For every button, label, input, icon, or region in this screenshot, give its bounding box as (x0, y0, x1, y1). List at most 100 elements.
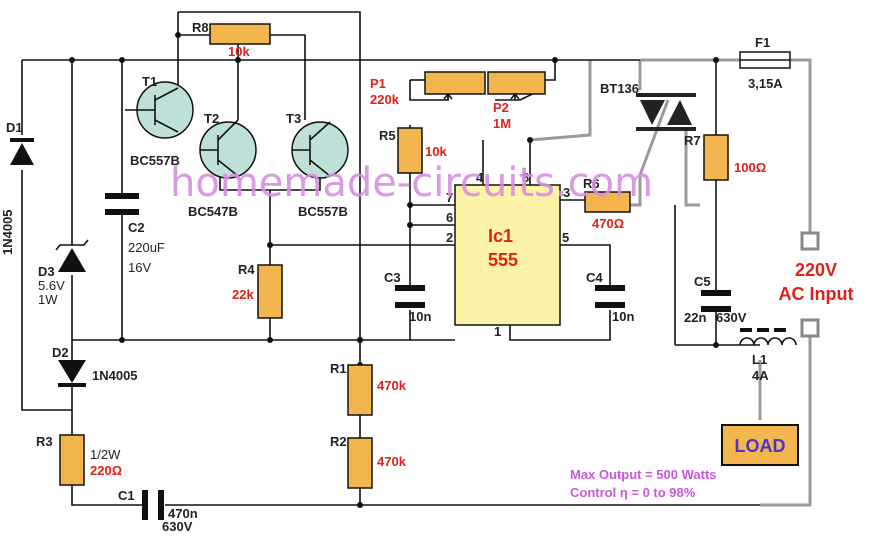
r5-value: 10k (425, 144, 447, 159)
pin-3: 3 (563, 185, 570, 200)
f1-value: 3,15A (748, 76, 783, 91)
c5-value2: 630V (716, 310, 747, 325)
ac-input-label: AC Input (779, 284, 854, 304)
diode-d2 (58, 360, 86, 387)
pin-8: 8 (522, 170, 529, 185)
pin-2: 2 (446, 230, 453, 245)
l1-value: 4A (752, 368, 769, 383)
load-label: LOAD (735, 436, 786, 456)
note-max-output: Max Output = 500 Watts (570, 467, 717, 482)
triac-part: BT136 (600, 81, 639, 96)
capacitor-c4 (595, 285, 625, 308)
r3-value1: 1/2W (90, 447, 121, 462)
p2-value: 1M (493, 116, 511, 131)
p1-value: 220k (370, 92, 400, 107)
inductor-l1 (739, 328, 797, 346)
pin-5: 5 (562, 230, 569, 245)
capacitor-c1 (142, 490, 164, 520)
transistor-t1 (125, 81, 194, 139)
r7-value: 100Ω (734, 160, 766, 175)
c2-name: C2 (128, 220, 145, 235)
load-box (721, 424, 799, 466)
d1-part: 1N4005 (0, 209, 15, 255)
triac-bt136 (636, 93, 696, 131)
c3-name: C3 (384, 270, 401, 285)
c2-value2: 16V (128, 260, 151, 275)
ic-pin-labels: 4 8 3 7 6 2 5 1 (446, 170, 570, 339)
transistor-t3 (291, 121, 349, 179)
r1-name: R1 (330, 361, 347, 376)
pin-1: 1 (494, 324, 501, 339)
l1-name: L1 (752, 352, 767, 367)
wires (21, 11, 760, 506)
capacitor-c3 (395, 285, 425, 308)
resistor-r2 (347, 437, 373, 489)
resistor-r6 (584, 191, 631, 213)
c4-value: 10n (612, 309, 634, 324)
r2-value: 470k (377, 454, 407, 469)
ic-name: Ic1 (488, 226, 513, 246)
resistor-r1 (347, 364, 373, 416)
c2-value1: 220uF (128, 240, 165, 255)
d2-part: 1N4005 (92, 368, 138, 383)
r3-name: R3 (36, 434, 53, 449)
ic-part: 555 (488, 250, 518, 270)
d3-name: D3 (38, 264, 55, 279)
r4-value: 22k (232, 287, 254, 302)
ac-terminal-top (800, 231, 820, 251)
d1-name: D1 (6, 120, 23, 135)
watermark: homemade-circuits.com (170, 160, 653, 206)
pin-6: 6 (446, 210, 453, 225)
p2-name: P2 (493, 100, 509, 115)
c5-value1: 22n (684, 310, 706, 325)
diode-d1 (10, 138, 34, 165)
resistor-r7 (703, 134, 729, 181)
note-control: Control η = 0 to 98% (570, 485, 696, 500)
t2-name: T2 (204, 111, 219, 126)
c1-value2: 630V (162, 519, 193, 534)
r3-value2: 220Ω (90, 463, 122, 478)
resistor-r5 (397, 127, 423, 174)
r8-value: 10k (228, 44, 250, 59)
r6-name: R6 (583, 176, 600, 191)
t2-part: BC547B (188, 204, 238, 219)
pin-7: 7 (446, 190, 453, 205)
potentiometer-p1 (424, 71, 486, 95)
capacitor-c2 (105, 193, 139, 215)
r8-name: R8 (192, 20, 209, 35)
c5-name: C5 (694, 274, 711, 289)
pin-4: 4 (476, 170, 484, 185)
d3-value2: 1W (38, 292, 58, 307)
d2-name: D2 (52, 345, 69, 360)
capacitor-c5 (701, 290, 731, 312)
power-wires (529, 58, 812, 507)
f1-name: F1 (755, 35, 770, 50)
r5-name: R5 (379, 128, 396, 143)
resistor-r8 (209, 23, 271, 45)
p1-name: P1 (370, 76, 386, 91)
r4-name: R4 (238, 262, 255, 277)
c4-name: C4 (586, 270, 603, 285)
d3-value1: 5.6V (38, 278, 65, 293)
t3-part: BC557B (298, 204, 348, 219)
c1-value1: 470n (168, 506, 198, 521)
resistor-r4 (257, 264, 283, 319)
t1-name: T1 (142, 74, 157, 89)
labels: R8 10k T1 BC557B T2 BC547B T3 BC557B P1 … (0, 20, 783, 534)
t1-part: BC557B (130, 153, 180, 168)
t3-name: T3 (286, 111, 301, 126)
ic-555 (454, 184, 561, 326)
potentiometer-p2 (487, 71, 546, 95)
transistor-t2 (199, 119, 257, 179)
resistor-r3 (59, 434, 85, 486)
r6-value: 470Ω (592, 216, 624, 231)
r2-name: R2 (330, 434, 347, 449)
c3-value: 10n (409, 309, 431, 324)
fuse-f1 (739, 51, 791, 69)
ac-terminal-bottom (800, 318, 820, 338)
ac-input-voltage: 220V (795, 260, 837, 280)
r1-value: 470k (377, 378, 407, 393)
zener-d3 (55, 239, 89, 272)
